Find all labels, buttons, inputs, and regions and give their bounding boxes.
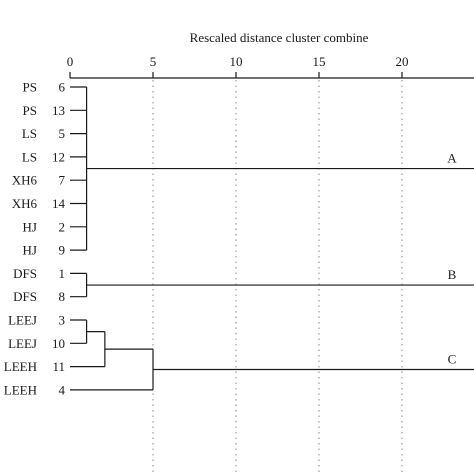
tick-label: 0	[67, 54, 74, 69]
leaf-id: 2	[59, 219, 66, 234]
tick-label: 10	[230, 54, 243, 69]
leaf-name: XH6	[12, 173, 38, 188]
leaf-id: 10	[52, 336, 65, 351]
leaf-id: 1	[59, 266, 66, 281]
leaf-name: LEEH	[4, 359, 37, 374]
distance-axis: 0 5 10 15 20	[67, 54, 474, 79]
leaf-name: LEEJ	[8, 336, 37, 351]
dendrogram-branches	[70, 86, 474, 391]
leaf-id: 13	[52, 103, 65, 118]
leaf-name: DFS	[13, 266, 37, 281]
leaf-name: PS	[23, 103, 37, 118]
leaf-name: DFS	[13, 289, 37, 304]
leaf-name: HJ	[23, 243, 37, 258]
leaf-name: LEEJ	[8, 313, 37, 328]
leaf-id: 6	[59, 80, 66, 95]
tick-label: 15	[313, 54, 326, 69]
leaf-name: XH6	[12, 196, 38, 211]
tick-label: 20	[396, 54, 409, 69]
cluster-label: B	[448, 267, 457, 282]
cluster-label: C	[448, 352, 457, 367]
leaf-name: LS	[22, 126, 37, 141]
leaf-name: HJ	[23, 219, 37, 234]
leaf-id: 7	[59, 173, 66, 188]
leaf-id: 5	[59, 126, 66, 141]
leaf-name: LEEH	[4, 382, 37, 397]
leaf-id: 9	[59, 243, 66, 258]
cluster-label: A	[447, 151, 457, 166]
grid-layer	[152, 80, 403, 474]
leaf-id: 3	[59, 313, 66, 328]
leaf-id: 12	[52, 149, 65, 164]
leaf-id: 4	[59, 382, 66, 397]
leaf-id: 11	[52, 359, 65, 374]
leaf-name: LS	[22, 149, 37, 164]
leaf-id: 14	[52, 196, 66, 211]
leaf-name: PS	[23, 80, 37, 95]
chart-title: Rescaled distance cluster combine	[190, 30, 369, 45]
tick-label: 5	[150, 54, 157, 69]
cluster-labels: A B C	[447, 151, 457, 367]
leaf-id: 8	[59, 289, 66, 304]
